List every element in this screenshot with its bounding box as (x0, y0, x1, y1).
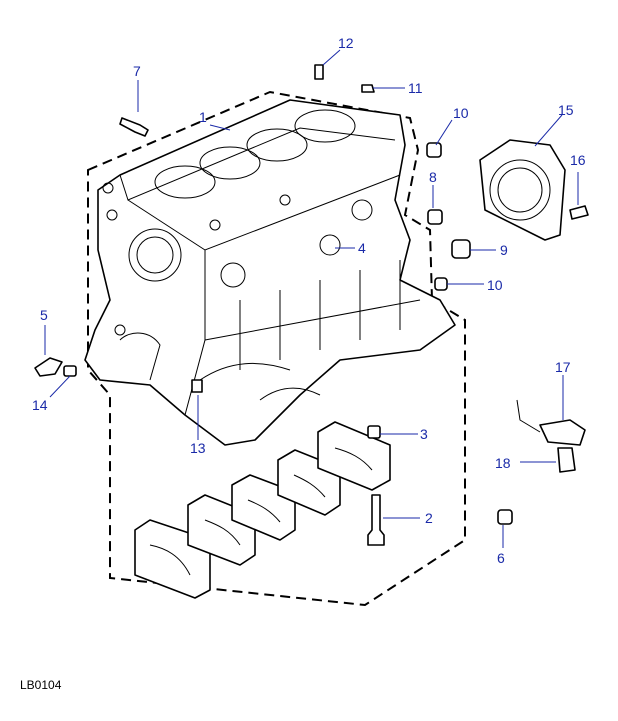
callout-4: 4 (358, 240, 366, 256)
callout-labels: 1 2 3 4 5 6 7 8 9 10 10 11 12 13 14 15 1… (32, 35, 586, 566)
callout-15: 15 (558, 102, 574, 118)
cylinder-block (84, 99, 456, 446)
diagram-reference-code: LB0104 (20, 678, 62, 692)
assembly-group-boundary (87, 90, 466, 607)
small-parts (34, 64, 589, 546)
main-bearing-caps (134, 421, 391, 599)
callout-16: 16 (570, 152, 586, 168)
callout-1: 1 (199, 109, 207, 125)
callout-13: 13 (190, 440, 206, 456)
callout-3: 3 (420, 426, 428, 442)
callout-6: 6 (497, 550, 505, 566)
callout-11: 11 (408, 80, 423, 96)
callout-leaders (44, 49, 579, 548)
callout-18: 18 (495, 455, 511, 471)
callout-10-lower: 10 (487, 277, 503, 293)
callout-14: 14 (32, 397, 48, 413)
callout-10-upper: 10 (453, 105, 469, 121)
callout-7: 7 (133, 63, 141, 79)
rear-oil-seal-housing (479, 139, 566, 241)
callout-9: 9 (500, 242, 508, 258)
callout-12: 12 (338, 35, 354, 51)
callout-2: 2 (425, 510, 433, 526)
callout-17: 17 (555, 359, 571, 375)
callout-8: 8 (429, 169, 437, 185)
callout-5: 5 (40, 307, 48, 323)
